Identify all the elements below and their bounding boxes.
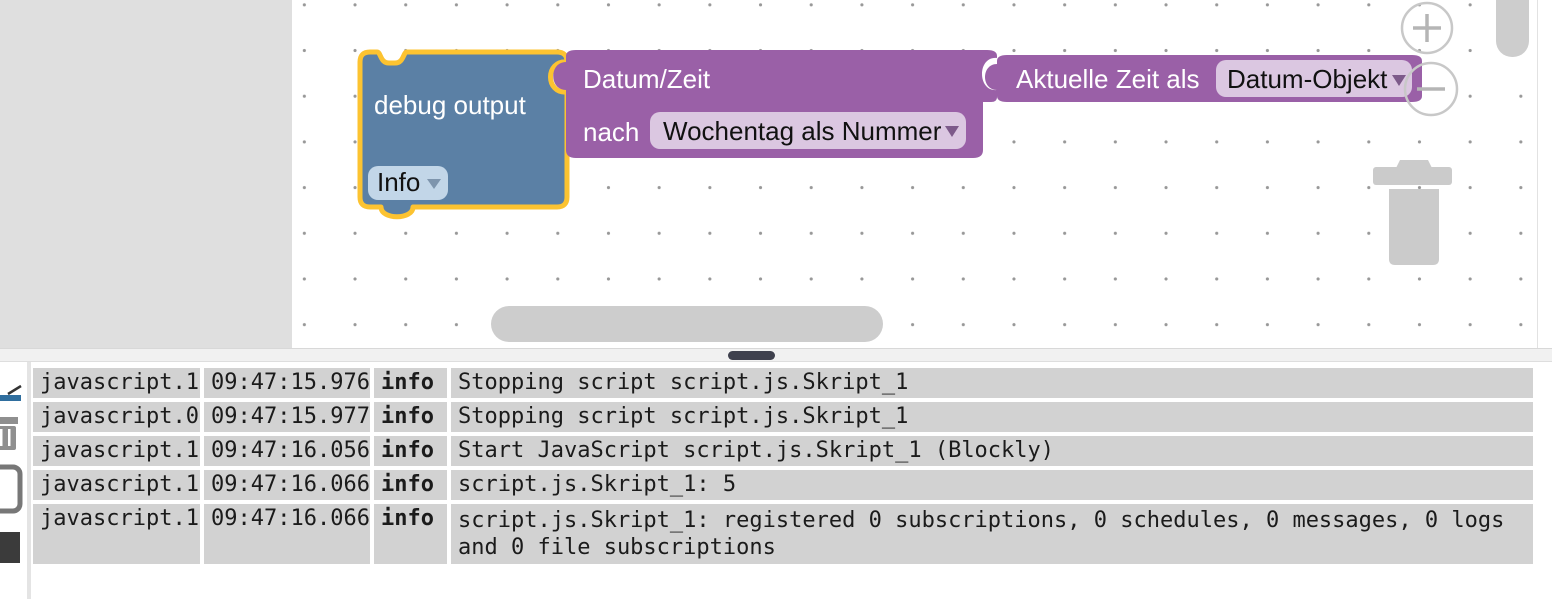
panel-divider <box>0 348 1552 362</box>
log-row: javascript.1 09:47:16.066 info script.js… <box>33 504 1533 564</box>
copy-log-icon[interactable] <box>0 464 23 514</box>
workspace-right-border <box>1537 0 1538 348</box>
log-severity: info <box>374 470 447 500</box>
log-toolbar-separator <box>27 362 31 599</box>
datetime-block-title: Datum/Zeit <box>583 64 711 94</box>
current-time-block-label: Aktuelle Zeit als <box>1016 64 1200 94</box>
zoom-out-circle[interactable] <box>1403 61 1459 117</box>
scroll-to-end-icon[interactable] <box>0 384 22 401</box>
trash-icon[interactable] <box>1373 160 1452 265</box>
zoom-out-button[interactable] <box>1403 61 1459 117</box>
log-time: 09:47:15.977 <box>204 402 370 432</box>
debug-severity-dropdown[interactable]: Info <box>368 166 448 200</box>
log-source: javascript.1 <box>33 470 200 500</box>
log-row: javascript.1 09:47:16.066 info script.js… <box>33 470 1533 500</box>
debug-block-label: debug output <box>374 90 527 120</box>
log-severity: info <box>374 368 447 398</box>
debug-severity-dropdown-field[interactable] <box>368 166 448 200</box>
log-time: 09:47:15.976 <box>204 368 370 398</box>
horizontal-scrollbar[interactable] <box>491 306 883 342</box>
dropdown-arrow-icon <box>1392 75 1406 86</box>
datetime-field-label: nach <box>583 117 639 147</box>
log-row: javascript.0 09:47:15.977 info Stopping … <box>33 402 1533 432</box>
log-severity: info <box>374 402 447 432</box>
debug-output-block[interactable]: debug output Info <box>357 49 570 220</box>
log-table: javascript.1 09:47:15.976 info Stopping … <box>33 368 1533 568</box>
debug-severity-dropdown-value: Info <box>377 167 420 197</box>
log-severity: info <box>374 504 447 564</box>
log-row: javascript.1 09:47:16.056 info Start Jav… <box>33 436 1533 466</box>
left-gray-panel <box>0 0 292 348</box>
log-message: script.js.Skript_1: 5 <box>451 470 1533 500</box>
current-time-block[interactable]: Aktuelle Zeit als Datum-Objekt <box>985 55 1422 102</box>
datetime-format-dropdown[interactable]: Wochentag als Nummer <box>650 112 966 149</box>
datetime-block[interactable]: Datum/Zeit nach Wochentag als Nummer <box>553 50 997 158</box>
workspace-area: debug output Info Datum/Zeit nach Wochen… <box>0 0 1552 348</box>
log-message: Stopping script script.js.Skript_1 <box>451 368 1533 398</box>
zoom-in-button[interactable] <box>1400 1 1454 55</box>
log-message: script.js.Skript_1: registered 0 subscri… <box>451 504 1533 564</box>
log-toolbar <box>0 362 27 599</box>
log-panel: javascript.1 09:47:15.976 info Stopping … <box>0 362 1552 599</box>
divider-drag-handle[interactable] <box>728 351 775 360</box>
plus-icon <box>1413 14 1441 42</box>
log-toolbar-icons <box>0 384 23 563</box>
log-time: 09:47:16.066 <box>204 470 370 500</box>
zoom-in-circle[interactable] <box>1400 1 1454 55</box>
dropdown-arrow-icon <box>945 126 959 137</box>
current-time-type-dropdown[interactable]: Datum-Objekt <box>1216 60 1412 97</box>
blocks-layer: debug output Info Datum/Zeit nach Wochen… <box>357 0 1529 342</box>
datetime-format-dropdown-value: Wochentag als Nummer <box>663 116 942 146</box>
log-severity: info <box>374 436 447 466</box>
clear-log-icon[interactable] <box>0 417 18 450</box>
log-time: 09:47:16.066 <box>204 504 370 564</box>
log-message: Start JavaScript script.js.Skript_1 (Blo… <box>451 436 1533 466</box>
log-message: Stopping script script.js.Skript_1 <box>451 402 1533 432</box>
dropdown-arrow-icon <box>427 179 441 189</box>
log-source: javascript.0 <box>33 402 200 432</box>
vertical-scrollbar[interactable] <box>1496 0 1529 57</box>
log-time: 09:47:16.056 <box>204 436 370 466</box>
log-source: javascript.1 <box>33 368 200 398</box>
log-filter-icon[interactable] <box>0 532 20 563</box>
log-source: javascript.1 <box>33 436 200 466</box>
log-row: javascript.1 09:47:15.976 info Stopping … <box>33 368 1533 398</box>
datetime-format-dropdown-field[interactable] <box>650 112 966 149</box>
current-time-type-dropdown-value: Datum-Objekt <box>1227 64 1388 94</box>
current-time-type-dropdown-field[interactable] <box>1216 60 1412 97</box>
log-source: javascript.1 <box>33 504 200 564</box>
